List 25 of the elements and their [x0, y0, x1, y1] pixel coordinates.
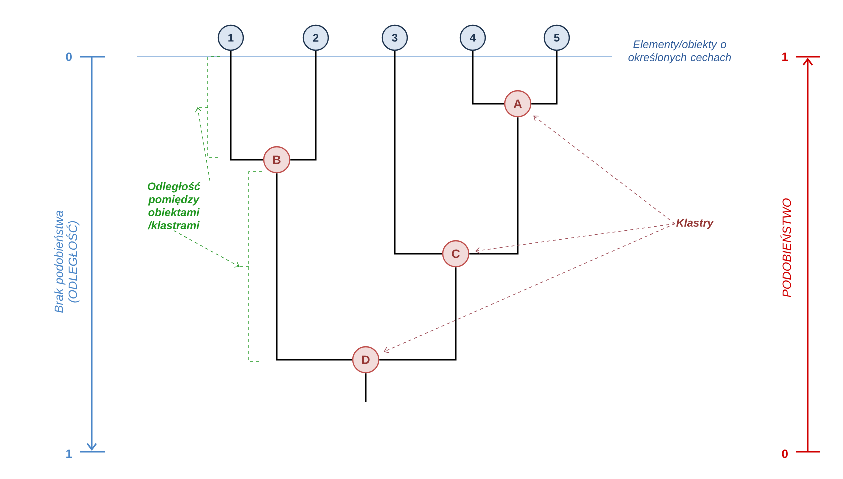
leader-arrow [534, 116, 676, 224]
connector-line [472, 51, 504, 105]
connector-line [290, 51, 317, 161]
axis-title: Elementy/obiekty o określonych cechach [628, 40, 732, 64]
axis-value: 0 [66, 52, 72, 62]
axis-value: 0 [782, 450, 788, 458]
annotation-text: Odległość pomiędzy obiektami /klastrami [148, 182, 201, 230]
axis-title: Brak podobieństwa (ODLEGŁOŚĆ) [54, 211, 80, 313]
axis-value: 1 [782, 52, 788, 62]
bracket [240, 172, 262, 362]
connector-line [380, 268, 457, 361]
leader-arrow [195, 108, 211, 182]
annotation-text: Klastry [676, 218, 714, 230]
connector-line [276, 174, 352, 361]
connector-line [532, 51, 558, 105]
connector-line [230, 51, 264, 161]
axis-value: 1 [66, 450, 72, 458]
axis-title: PODOBIEŃSTWO [780, 198, 792, 298]
connector-line [394, 51, 442, 255]
leader-arrow [384, 224, 676, 354]
leader-arrow [174, 230, 240, 268]
leader-arrow [475, 224, 676, 254]
connector-line [365, 374, 367, 402]
connector-line [470, 118, 519, 255]
bracket [198, 56, 220, 158]
